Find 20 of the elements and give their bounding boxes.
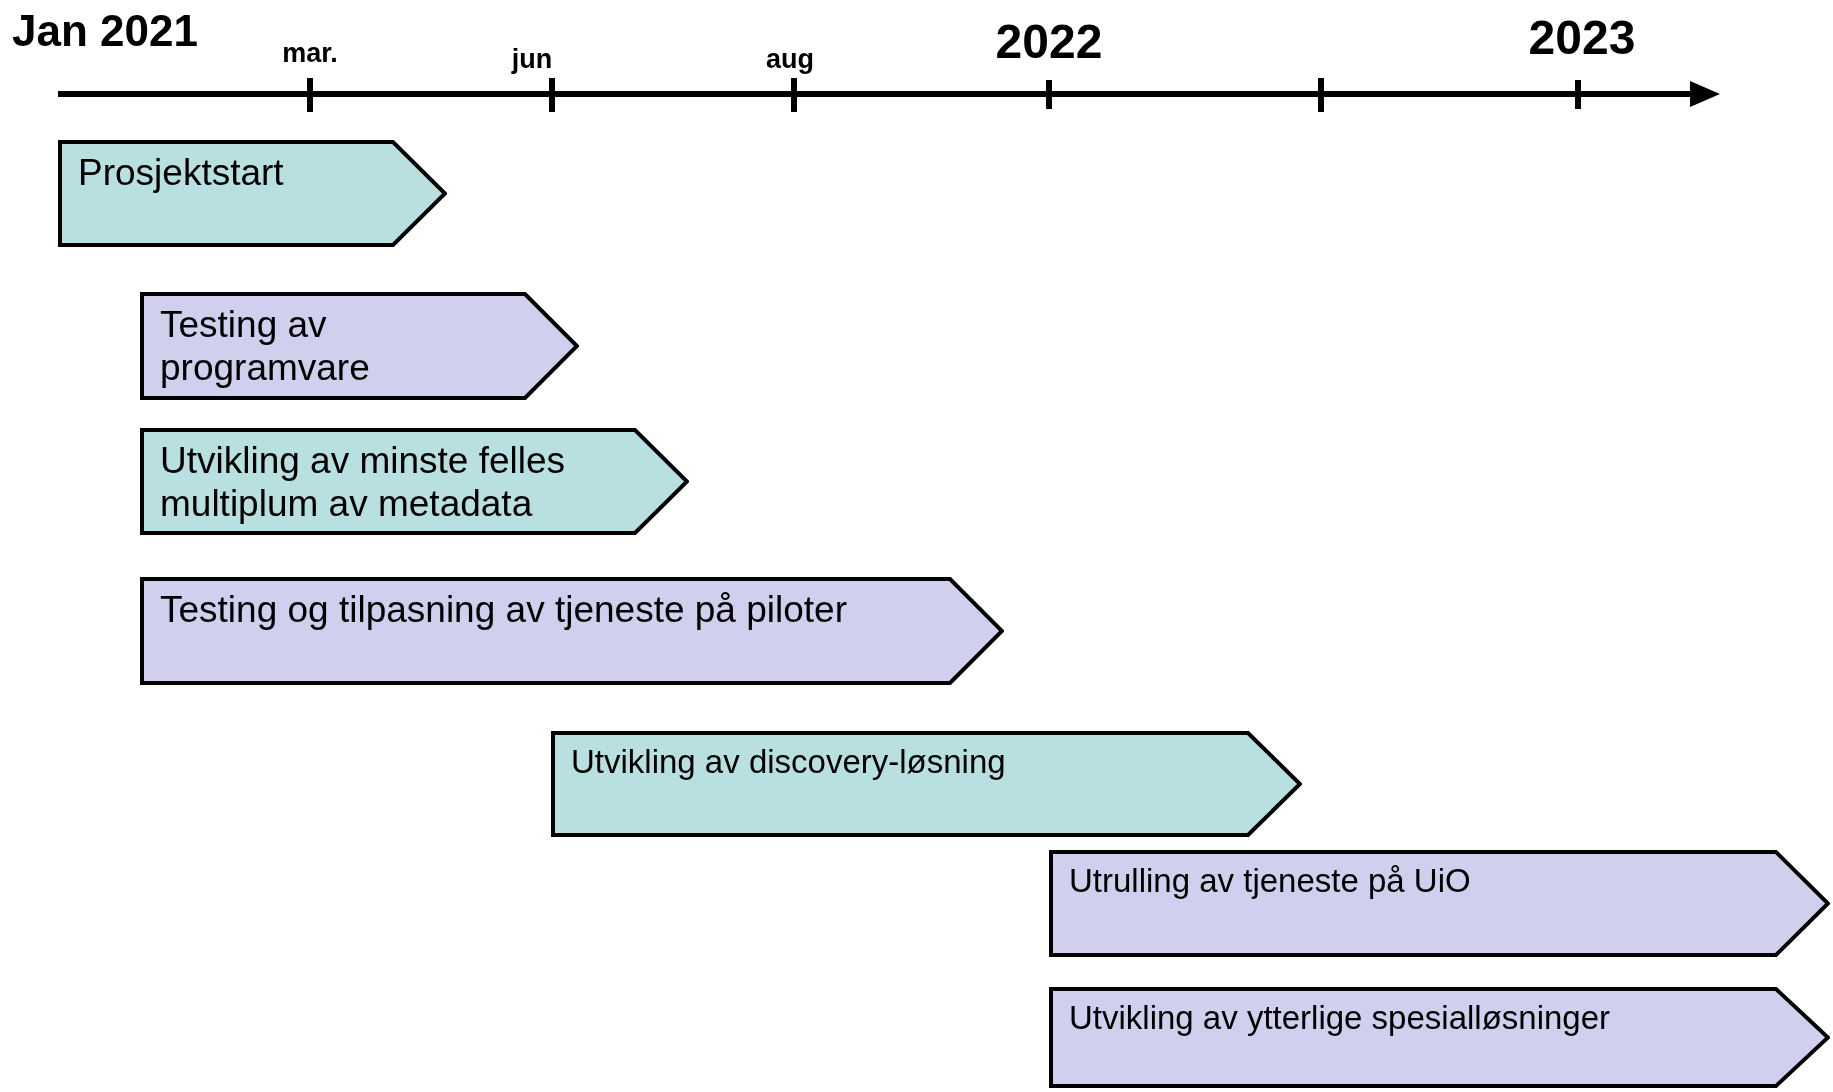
phase-label: Utvikling av ytterlige spesialløsninger — [1069, 999, 1612, 1037]
project-phase-bar — [1049, 987, 1830, 1088]
project-phase-bar — [551, 731, 1302, 837]
year-label: 2023 — [1528, 10, 1636, 65]
month-label: jun — [511, 44, 553, 75]
project-phase-bar — [140, 577, 1004, 685]
phase-label: Utvikling av minste felles multiplum av metadata — [160, 440, 567, 526]
project-phase-bar — [1049, 850, 1830, 957]
phase-label: Utrulling av tjeneste på UiO — [1069, 862, 1472, 900]
year-label: 2022 — [995, 14, 1103, 69]
month-label: mar. — [282, 38, 338, 69]
month-label: aug — [766, 44, 814, 75]
project-phase-bar — [58, 140, 447, 247]
phase-label: Testing av programvare — [160, 304, 371, 390]
phase-label: Testing og tilpasning av tjeneste på piloter — [160, 589, 848, 632]
project-phase-bar — [140, 292, 579, 400]
year-label: Jan 2021 — [12, 6, 198, 56]
project-phase-bar — [140, 428, 689, 535]
phase-label: Prosjektstart — [78, 152, 285, 195]
phase-label: Utvikling av discovery-løsning — [571, 743, 1007, 781]
